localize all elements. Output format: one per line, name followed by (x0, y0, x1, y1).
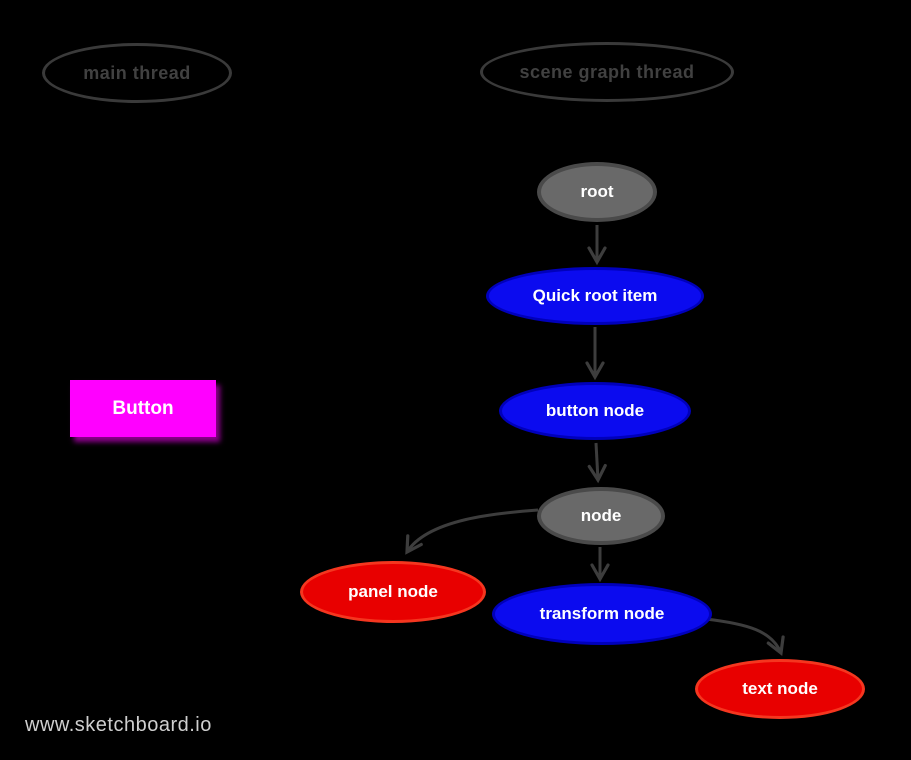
node-quick-root-item[interactable]: Quick root item (486, 267, 704, 325)
lane-main-thread[interactable]: main thread (42, 43, 232, 103)
button-widget-label: Button (112, 397, 174, 419)
node-panel-node-label: panel node (348, 582, 438, 601)
node-button-node[interactable]: button node (499, 382, 691, 440)
edge-transform-node-to-text-node[interactable] (705, 617, 785, 656)
edge-button-node-to-node[interactable] (587, 442, 607, 484)
node-quick-root-item-label: Quick root item (532, 286, 658, 305)
node-transform-node[interactable]: transform node (492, 583, 712, 645)
edge-node-to-panel-node[interactable] (405, 508, 539, 555)
lane-scene-graph-thread[interactable]: scene graph thread (480, 42, 734, 102)
node-transform-node-label: transform node (539, 604, 665, 623)
node-root-label: root (580, 182, 614, 201)
sketchboard-watermark: www.sketchboard.io (25, 714, 212, 736)
button-widget[interactable]: Button (70, 380, 216, 437)
node-node[interactable]: node (537, 487, 665, 545)
lane-scene-graph-thread-label: scene graph thread (519, 61, 695, 82)
lane-main-thread-label: main thread (83, 62, 191, 83)
node-text-node[interactable]: text node (695, 659, 865, 719)
node-root[interactable]: root (537, 162, 657, 222)
node-panel-node[interactable]: panel node (300, 561, 486, 623)
node-text-node-label: text node (742, 679, 818, 698)
node-node-label: node (580, 506, 622, 525)
node-button-node-label: button node (545, 401, 645, 420)
